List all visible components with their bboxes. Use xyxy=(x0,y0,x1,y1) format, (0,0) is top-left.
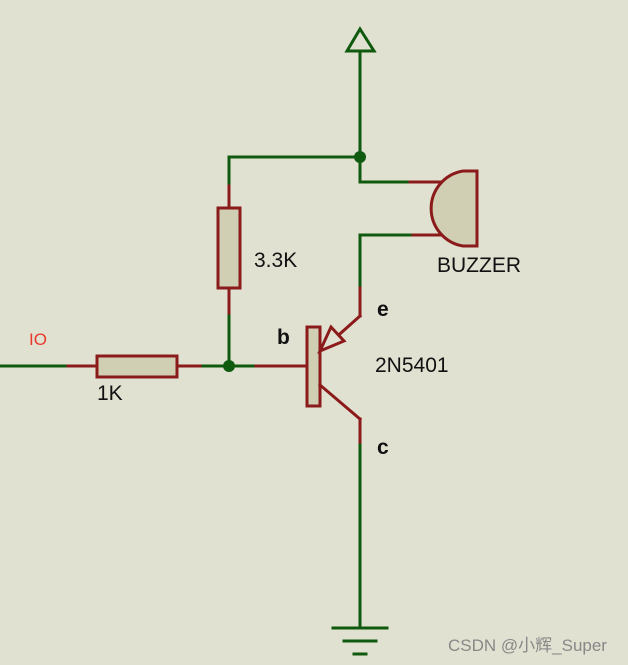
pnp-transistor[interactable] xyxy=(305,286,363,447)
resistor-3k3[interactable] xyxy=(216,206,242,368)
pin-label-base: b xyxy=(277,326,290,349)
pin-label-collector: c xyxy=(377,436,389,459)
resistor-1k-value: 1K xyxy=(97,382,123,405)
ground-terminal[interactable] xyxy=(331,626,389,656)
buzzer-symbol[interactable] xyxy=(429,169,479,248)
top-rail-wire xyxy=(227,155,362,210)
transistor-part-label: 2N5401 xyxy=(375,354,449,377)
resistor-3k3-value: 3.3K xyxy=(254,249,297,272)
watermark: CSDN @小辉_Super xyxy=(448,636,607,655)
resistor-1k[interactable] xyxy=(95,354,179,379)
pin-label-emitter: e xyxy=(377,298,389,321)
buzzer-label: BUZZER xyxy=(437,254,521,277)
net-label-io: IO xyxy=(29,330,47,349)
junction-dot-base xyxy=(223,360,235,372)
junction-dot-top xyxy=(354,151,366,163)
buzzer-wires xyxy=(358,180,442,290)
